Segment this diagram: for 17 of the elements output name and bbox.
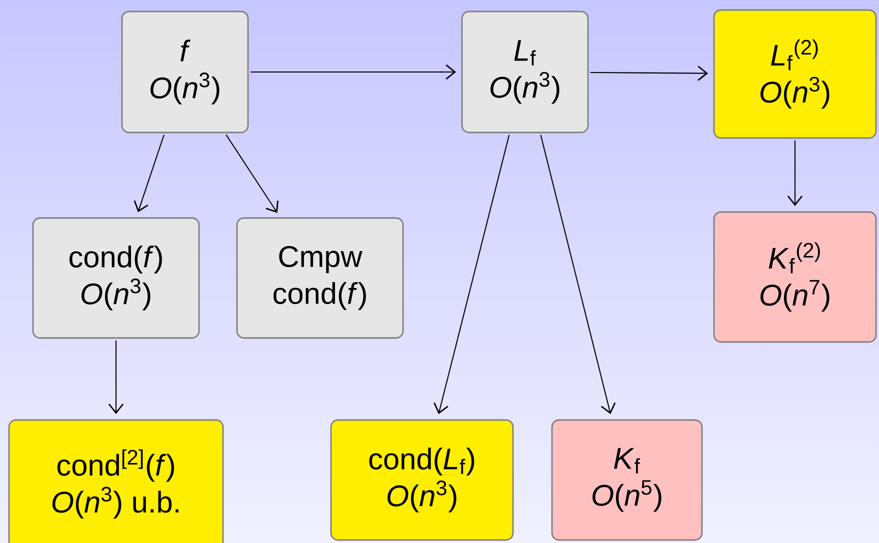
arrow xyxy=(590,66,708,81)
process-box: f O(n$^{3}$) xyxy=(121,10,249,134)
process-box: Cmpw cond(f) xyxy=(236,217,404,339)
highlight-box: L$_{f}$(2) O(n$^{3}$) xyxy=(713,9,877,139)
highlight-box: cond(L$_{f}$) O(n$^{3}$) xyxy=(330,419,514,541)
result-box: K$_{f}$(2) O(n$^{7}$) xyxy=(713,211,877,343)
process-box: L$_{f}$ O(n$^{3}$) xyxy=(461,10,589,134)
highlight-box: cond$^{[2]}$(f) O(n$^{3}$) u.b. xyxy=(8,419,224,543)
arrow xyxy=(108,340,124,414)
arrow xyxy=(540,134,616,414)
arrow xyxy=(226,134,278,213)
arrow xyxy=(250,64,456,80)
process-box: cond(f) O(n$^{3}$) xyxy=(32,217,200,339)
arrow xyxy=(787,140,803,206)
arrow xyxy=(434,134,510,414)
arrow xyxy=(134,134,164,212)
result-box: K$_{f}$ O(n$^{5}$) xyxy=(551,419,703,541)
